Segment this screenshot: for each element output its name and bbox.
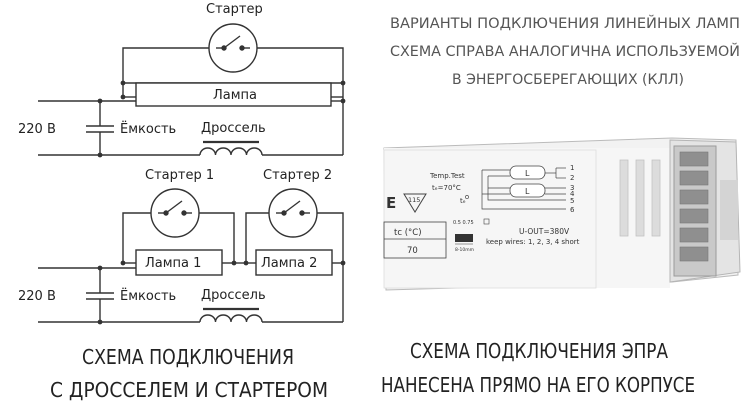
- left-caption-line-1: СХЕМА ПОДКЛЮЧЕНИЯ: [82, 345, 294, 369]
- triangle-number: 115: [408, 196, 420, 204]
- lamp1-label: Лампа 1: [145, 256, 201, 271]
- choke-label: Дроссель: [201, 121, 266, 136]
- terminal-number: 2: [570, 174, 574, 182]
- wire-strip-icon: [455, 234, 473, 242]
- two-lamp-schematic: [38, 188, 344, 323]
- choke-coil: [199, 314, 263, 323]
- terminal-number: 3: [570, 184, 574, 192]
- starter1-symbol: [150, 188, 200, 238]
- starter-label: Стартер: [206, 2, 263, 17]
- choke-coil: [199, 147, 263, 156]
- capacitor-label: Ёмкость: [120, 121, 176, 137]
- ce-mark: E: [386, 194, 396, 212]
- terminal-number: 5: [570, 197, 574, 205]
- note-text: ВАРИАНТЫ ПОДКЛЮЧЕНИЯ ЛИНЕЙНЫХ ЛАМП СХЕМА…: [390, 14, 740, 88]
- terminal-number: 1: [570, 164, 574, 172]
- starter2-label: Стартер 2: [263, 168, 332, 183]
- voltage-label: 220 В: [18, 289, 56, 304]
- right-caption-line-2: НАНЕСЕНА ПРЯМО НА ЕГО КОРПУСЕ: [381, 373, 695, 397]
- right-caption-line-1: СХЕМА ПОДКЛЮЧЕНИЯ ЭПРА: [410, 339, 668, 363]
- lamp2-on-ballast: [509, 183, 546, 198]
- temp-test-label: Temp.Test: [429, 172, 465, 180]
- tc-table-value: 70: [407, 246, 418, 256]
- captions: СХЕМА ПОДКЛЮЧЕНИЯ С ДРОССЕЛЕМ И СТАРТЕРО…: [50, 339, 695, 402]
- starter2-symbol: [268, 188, 318, 238]
- starter1-label: Стартер 1: [145, 168, 214, 183]
- lamp2-letter: L: [525, 187, 530, 196]
- tc-value-label: tₑ=70°C: [432, 184, 461, 192]
- tc-table-header: tc (°C): [394, 228, 422, 238]
- lamp1-on-ballast: [509, 165, 546, 180]
- keep-wires-label: keep wires: 1, 2, 3, 4 short: [486, 238, 580, 246]
- terminal-number: 6: [570, 206, 575, 214]
- capacitor-label: Ёмкость: [120, 288, 176, 304]
- voltage-label: 220 В: [18, 122, 56, 137]
- left-caption-line-2: С ДРОССЕЛЕМ И СТАРТЕРОМ: [50, 378, 328, 402]
- lamp1-letter: L: [525, 169, 530, 178]
- tc-point-icon: [465, 195, 469, 199]
- strip-length: 8-10mm: [455, 247, 474, 253]
- wire-spec: 0.5 0.75: [453, 220, 474, 226]
- tc-table: [383, 221, 447, 259]
- u-out-label: U-OUT=380V: [519, 227, 570, 236]
- single-lamp-schematic: [38, 23, 344, 156]
- choke-label: Дроссель: [201, 288, 266, 303]
- lamp1-symbol: [135, 249, 223, 276]
- note-line-2: СХЕМА СПРАВА АНАЛОГИЧНА ИСПОЛЬЗУЕМОЙ: [390, 42, 740, 60]
- note-line-1: ВАРИАНТЫ ПОДКЛЮЧЕНИЯ ЛИНЕЙНЫХ ЛАМП: [390, 14, 740, 32]
- temperature-triangle-icon: [403, 193, 427, 213]
- terminal-number: 4: [570, 190, 575, 198]
- lamp2-label: Лампа 2: [261, 256, 317, 271]
- electronic-ballast: E 115 Temp.Test tₑ=70°C tₑ tc (°C) 70 0.…: [383, 137, 741, 291]
- starter-symbol: [208, 23, 258, 73]
- lamp-symbol: [135, 82, 332, 107]
- lamp-label: Лампа: [213, 88, 257, 103]
- note-line-3: В ЭНЕРГОСБЕРЕГАЮЩИХ (КЛЛ): [452, 72, 684, 88]
- tc-symbol: tₑ: [460, 197, 466, 205]
